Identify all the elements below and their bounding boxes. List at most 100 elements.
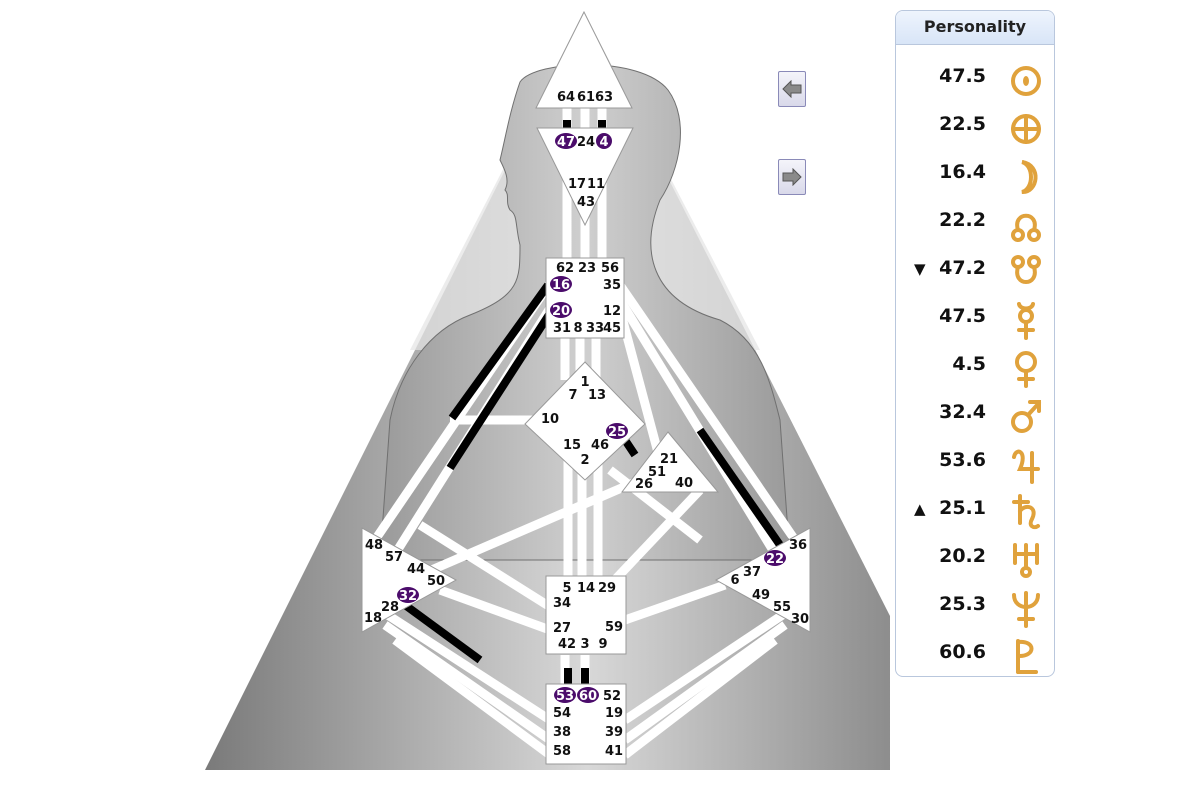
gate-62: 62 bbox=[556, 261, 574, 276]
gate-54: 54 bbox=[553, 706, 571, 721]
gate-16: 16 bbox=[552, 278, 570, 293]
gate-43: 43 bbox=[577, 195, 595, 210]
sacral-center bbox=[545, 575, 627, 655]
gate-25: 25 bbox=[608, 425, 626, 440]
planet-row-moon: 16.4 bbox=[896, 153, 1054, 201]
venus-icon bbox=[1015, 351, 1037, 388]
gate-41: 41 bbox=[605, 744, 623, 759]
gate-10: 10 bbox=[541, 412, 559, 427]
mercury-icon bbox=[1017, 302, 1035, 340]
planet-value: 60.6 bbox=[939, 641, 986, 663]
gate-48: 48 bbox=[365, 538, 383, 553]
centers bbox=[361, 10, 811, 765]
gate-63: 63 bbox=[595, 90, 613, 105]
uranus-icon bbox=[1013, 543, 1039, 578]
gate-44: 44 bbox=[407, 562, 425, 577]
planet-value: 16.4 bbox=[939, 161, 986, 183]
gate-11: 11 bbox=[587, 177, 605, 192]
planet-row-north-node: 22.2 bbox=[896, 201, 1054, 249]
gate-36: 36 bbox=[789, 538, 807, 553]
gate-9: 9 bbox=[598, 637, 607, 652]
sun-icon bbox=[1011, 66, 1041, 96]
gate-labels: 64 61 63 47 24 4 17 11 43 62 23 56 16 35… bbox=[364, 90, 809, 759]
gate-18: 18 bbox=[364, 611, 382, 626]
planet-row-venus: 4.5 bbox=[896, 345, 1054, 393]
planet-row-mars: 32.4 bbox=[896, 393, 1054, 441]
gate-7: 7 bbox=[568, 388, 577, 403]
retrograde-marker: ▲ bbox=[914, 500, 926, 518]
head-center bbox=[535, 10, 633, 109]
gate-28: 28 bbox=[381, 600, 399, 615]
gate-23: 23 bbox=[578, 261, 596, 276]
gate-32: 32 bbox=[399, 589, 417, 604]
gate-27: 27 bbox=[553, 621, 571, 636]
planet-row-jupiter: 53.6 bbox=[896, 441, 1054, 489]
active-gate-markers bbox=[397, 133, 786, 703]
gate-8: 8 bbox=[573, 321, 582, 336]
next-button[interactable] bbox=[778, 159, 806, 195]
spleen-center bbox=[361, 527, 458, 633]
gate-59: 59 bbox=[605, 620, 623, 635]
gate-17: 17 bbox=[568, 177, 586, 192]
planet-value: 22.5 bbox=[939, 113, 986, 135]
gate-58: 58 bbox=[553, 744, 571, 759]
arrow-left-icon bbox=[782, 80, 802, 98]
planet-value: 53.6 bbox=[939, 449, 986, 471]
bodygraph-chart: 64 61 63 47 24 4 17 11 43 62 23 56 16 35… bbox=[205, 10, 890, 770]
gate-24: 24 bbox=[577, 135, 595, 150]
panel-title: Personality bbox=[896, 11, 1054, 45]
pluto-icon bbox=[1016, 639, 1038, 674]
retrograde-marker: ▼ bbox=[914, 260, 926, 278]
gate-1: 1 bbox=[580, 375, 589, 390]
planet-value: 22.2 bbox=[939, 209, 986, 231]
prev-button[interactable] bbox=[778, 71, 806, 107]
gate-64: 64 bbox=[557, 90, 575, 105]
moon-icon bbox=[1021, 160, 1038, 194]
gate-30: 30 bbox=[791, 612, 809, 627]
gate-15: 15 bbox=[563, 438, 581, 453]
planet-value: 25.3 bbox=[939, 593, 986, 615]
neptune-icon bbox=[1012, 591, 1040, 628]
planet-row-earth: 22.5 bbox=[896, 105, 1054, 153]
planet-row-pluto: 60.6 bbox=[896, 633, 1054, 676]
gate-6: 6 bbox=[730, 573, 739, 588]
saturn-icon bbox=[1012, 494, 1040, 530]
solar-plexus-center bbox=[714, 527, 811, 633]
planet-value: 32.4 bbox=[939, 401, 986, 423]
gate-40: 40 bbox=[675, 476, 693, 491]
planet-value: 47.5 bbox=[939, 65, 986, 87]
gate-50: 50 bbox=[427, 574, 445, 589]
jupiter-icon bbox=[1012, 449, 1040, 484]
planet-row-neptune: 25.3 bbox=[896, 585, 1054, 633]
gate-20: 20 bbox=[552, 304, 570, 319]
gate-38: 38 bbox=[553, 725, 571, 740]
south-node-icon bbox=[1011, 255, 1041, 284]
gate-13: 13 bbox=[588, 388, 606, 403]
gate-33: 33 bbox=[586, 321, 604, 336]
planet-row-uranus: 20.2 bbox=[896, 537, 1054, 585]
gate-61: 61 bbox=[577, 90, 595, 105]
earth-icon bbox=[1011, 114, 1041, 144]
gate-21: 21 bbox=[660, 452, 678, 467]
gate-60: 60 bbox=[579, 689, 597, 704]
gate-5: 5 bbox=[562, 581, 571, 596]
gate-45: 45 bbox=[603, 321, 621, 336]
mars-icon bbox=[1011, 400, 1041, 433]
gate-55: 55 bbox=[773, 600, 791, 615]
gate-47: 47 bbox=[557, 135, 575, 150]
gate-34: 34 bbox=[553, 596, 571, 611]
gate-3: 3 bbox=[580, 637, 589, 652]
gate-19: 19 bbox=[605, 706, 623, 721]
gate-46: 46 bbox=[591, 438, 609, 453]
planet-row-mercury: 47.5 bbox=[896, 297, 1054, 345]
ajna-center bbox=[536, 127, 634, 227]
gate-29: 29 bbox=[598, 581, 616, 596]
planet-row-saturn: ▲25.1 bbox=[896, 489, 1054, 537]
planet-row-sun: 47.5 bbox=[896, 57, 1054, 105]
arrow-right-icon bbox=[782, 168, 802, 186]
gate-14: 14 bbox=[577, 581, 595, 596]
gate-39: 39 bbox=[605, 725, 623, 740]
planet-value: 47.2 bbox=[939, 257, 986, 279]
gate-56: 56 bbox=[601, 261, 619, 276]
